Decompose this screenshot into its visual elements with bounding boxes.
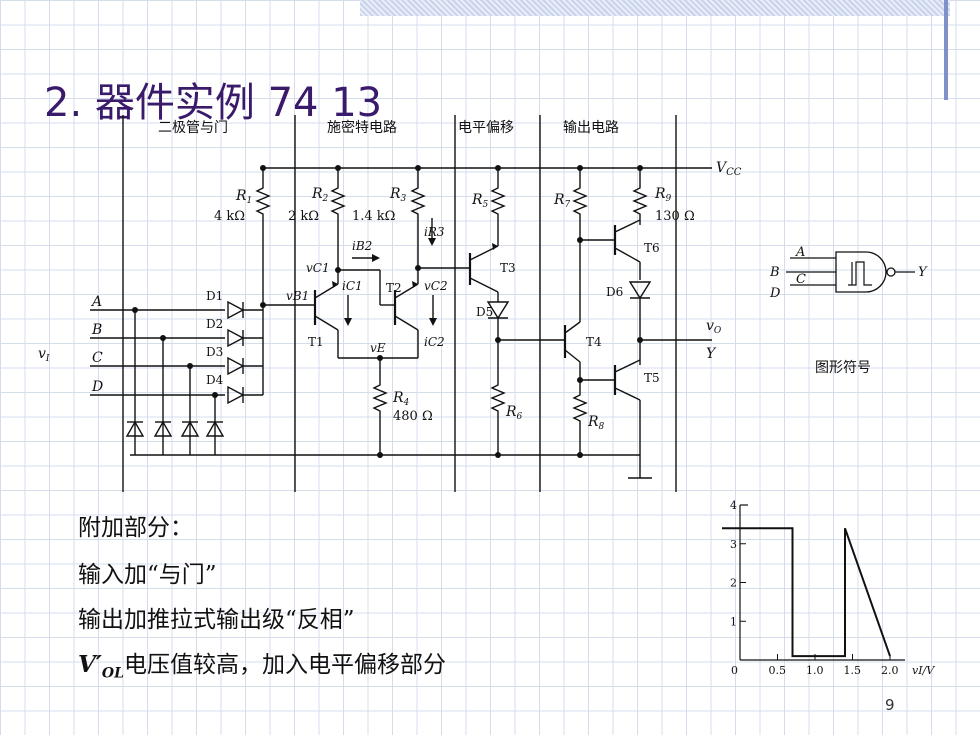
chart-y-tick-label: 4 <box>730 499 737 512</box>
r1-name: R1 <box>235 188 252 206</box>
transfer-curve <box>722 527 891 658</box>
vol-sub: OL <box>101 665 124 682</box>
d3-label: D3 <box>206 345 223 359</box>
r9-name: R9 <box>654 186 672 204</box>
symbol-caption: 图形符号 <box>815 360 871 376</box>
ve-label: vE <box>370 341 386 355</box>
input-a: A <box>90 294 102 310</box>
note-output-push-pull: 输出加推拉式输出级“反相” <box>78 607 355 633</box>
transfer-chart: 1 2 3 4 0 0.5 1.0 1.5 2.0 vI/V <box>722 499 935 677</box>
t2-label: T2 <box>386 281 402 295</box>
section-schmitt: 施密特电路 <box>327 119 397 136</box>
note-level-shift-text: 电压值较高，加入电平偏移部分 <box>123 652 446 678</box>
vc2-label: vC2 <box>424 279 448 293</box>
vcc-label: VCC <box>716 160 742 178</box>
vi-label: vI <box>38 346 50 364</box>
vc1-label: vC1 <box>306 261 330 275</box>
t5-label: T5 <box>644 371 660 385</box>
d4-label: D4 <box>206 373 224 387</box>
vol-var: V′ <box>78 651 102 678</box>
chart-y-tick-label: 1 <box>730 615 737 628</box>
d5-label: D5 <box>476 305 493 319</box>
r8-name: R8 <box>587 414 605 432</box>
chart-x-tick-label: 2.0 <box>881 664 899 677</box>
slide-title: 2. 器件实例 74 13 <box>44 80 383 126</box>
page-number: 9 <box>885 696 895 714</box>
t4-label: T4 <box>586 335 602 349</box>
ib2-label: iB2 <box>352 239 372 253</box>
r3-value: 1.4 kΩ <box>352 209 395 224</box>
r1-value: 4 kΩ <box>214 209 245 224</box>
top-decor-band <box>360 0 950 16</box>
note-input-and: 输入加“与门” <box>78 562 217 588</box>
d6-label: D6 <box>606 285 623 299</box>
note-heading: 附加部分： <box>78 515 193 541</box>
symbol-input-b: B <box>769 265 780 280</box>
symbol-output-y: Y <box>918 265 928 280</box>
r9-value: 130 Ω <box>655 209 695 224</box>
t6-label: T6 <box>644 241 660 255</box>
r4-value: 480 Ω <box>393 409 433 424</box>
t1-label: T1 <box>308 335 324 349</box>
y-label: Y <box>706 346 717 362</box>
chart-x-tick-label: 1.0 <box>806 664 824 677</box>
input-b: B <box>91 322 102 338</box>
vb1-label: vB1 <box>286 289 309 303</box>
chart-x-tick-label: 0.5 <box>769 664 787 677</box>
chart-x-axis-label: vI/V <box>912 664 935 677</box>
chart-y-tick-label: 3 <box>730 538 737 551</box>
r2-name: R2 <box>311 186 329 204</box>
r3-name: R3 <box>389 186 407 204</box>
chart-x-tick-label: 0 <box>731 664 738 677</box>
r4-name: R4 <box>392 390 410 408</box>
r7-name: R7 <box>553 192 571 210</box>
section-level-shift: 电平偏移 <box>458 120 514 136</box>
d1-label: D1 <box>206 289 223 303</box>
input-c: C <box>92 350 103 366</box>
symbol-input-d: D <box>769 286 781 301</box>
r5-name: R5 <box>471 192 489 210</box>
chart-y-tick-label: 2 <box>730 577 737 590</box>
r6-name: R6 <box>505 404 523 422</box>
t3-label: T3 <box>500 261 516 275</box>
ir3-label: iR3 <box>424 225 445 239</box>
ic1-label: iC1 <box>342 279 363 293</box>
section-output: 输出电路 <box>563 120 619 136</box>
chart-x-tick-label: 1.5 <box>844 664 862 677</box>
symbol-input-c: C <box>796 272 806 287</box>
d2-label: D2 <box>206 317 223 331</box>
section-diode-and: 二极管与门 <box>158 120 228 136</box>
note-level-shift: V′OL电压值较高，加入电平偏移部分 <box>78 645 446 682</box>
r2-value: 2 kΩ <box>288 209 319 224</box>
ic2-label: iC2 <box>424 335 445 349</box>
input-d: D <box>91 379 103 395</box>
right-decor-bar <box>944 0 948 100</box>
symbol-input-a: A <box>795 245 805 260</box>
vo-label: vO <box>706 318 722 336</box>
